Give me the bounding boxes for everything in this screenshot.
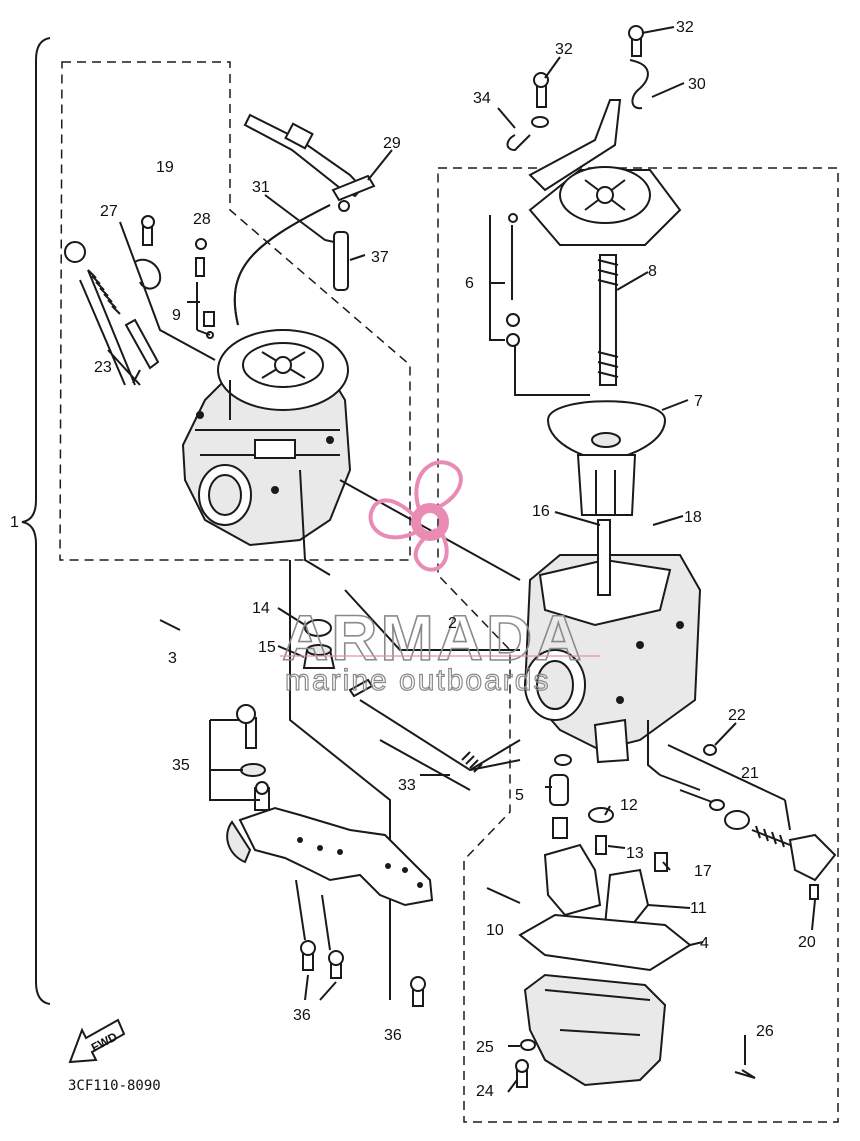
callout-27: 27 bbox=[100, 203, 118, 220]
callout-4: 4 bbox=[700, 935, 709, 952]
callout-26: 26 bbox=[756, 1023, 774, 1040]
tube-37 bbox=[333, 231, 349, 291]
right-top-cover bbox=[506, 25, 682, 246]
float-bowl bbox=[523, 973, 667, 1087]
callout-5: 5 bbox=[515, 787, 524, 804]
callout-37: 37 bbox=[371, 249, 389, 266]
callout-2: 2 bbox=[448, 615, 457, 632]
leader-lines-left bbox=[79, 149, 393, 631]
callout-15: 15 bbox=[258, 639, 276, 656]
watermark-blade bbox=[368, 498, 421, 540]
callout-12: 12 bbox=[620, 797, 638, 814]
armada-watermark: ARMADA marine outboards bbox=[280, 460, 600, 698]
fwd-arrow-icon: FWD bbox=[68, 1018, 126, 1064]
callout-24: 24 bbox=[476, 1083, 494, 1100]
diaphragm-piston-7 bbox=[546, 400, 667, 516]
joint-line bbox=[339, 479, 521, 581]
watermark-subtitle: marine outboards bbox=[285, 664, 550, 697]
figure-code: 3CF110-8090 bbox=[68, 1078, 161, 1094]
bracket-top bbox=[528, 99, 622, 192]
callout-19: 19 bbox=[156, 159, 174, 176]
callout-31: 31 bbox=[252, 179, 270, 196]
callout-14: 14 bbox=[252, 600, 270, 617]
watermark-brand: ARMADA bbox=[282, 602, 584, 674]
vent-hose-31 bbox=[233, 204, 331, 326]
callout-32a: 32 bbox=[555, 41, 573, 58]
leader-lines-right bbox=[469, 26, 816, 1093]
callout-7: 7 bbox=[694, 393, 703, 410]
fuel-hose bbox=[243, 113, 364, 198]
callout-9: 9 bbox=[172, 307, 181, 324]
callout-16: 16 bbox=[532, 503, 550, 520]
group-outline-right bbox=[437, 167, 839, 1123]
clip-27 bbox=[134, 258, 162, 290]
watermark-blade bbox=[413, 528, 449, 572]
callout-1: 1 bbox=[10, 514, 19, 531]
callout-29: 29 bbox=[383, 135, 401, 152]
callout-17: 17 bbox=[694, 863, 712, 880]
callout-36b: 36 bbox=[384, 1027, 402, 1044]
group-outline-left bbox=[59, 61, 411, 561]
callout-8: 8 bbox=[648, 263, 657, 280]
right-carburetor-body bbox=[523, 519, 702, 764]
watermark-blade bbox=[414, 460, 463, 513]
callout-11: 11 bbox=[690, 900, 707, 917]
callout-10: 10 bbox=[486, 922, 504, 939]
left-top-parts bbox=[64, 113, 376, 370]
callout-22: 22 bbox=[728, 707, 746, 724]
tube-29 bbox=[331, 174, 376, 202]
gasket-4 bbox=[518, 913, 692, 972]
callout-28: 28 bbox=[193, 211, 211, 228]
callout-20: 20 bbox=[798, 934, 816, 951]
callout-35: 35 bbox=[172, 757, 190, 774]
callout-18: 18 bbox=[684, 509, 702, 526]
float-parts-14-15 bbox=[277, 607, 336, 669]
callout-23: 23 bbox=[94, 359, 112, 376]
callout-6: 6 bbox=[465, 275, 474, 292]
assembly-bracket bbox=[21, 37, 51, 1005]
left-carburetor bbox=[181, 329, 352, 576]
callout-30: 30 bbox=[688, 76, 706, 93]
callout-25: 25 bbox=[476, 1039, 494, 1056]
callout-36a: 36 bbox=[293, 1007, 311, 1024]
mount-bracket bbox=[226, 704, 434, 907]
right-needle-parts bbox=[489, 213, 619, 396]
callout-34: 34 bbox=[473, 90, 491, 107]
callout-33: 33 bbox=[398, 777, 416, 794]
pilot-screw-set-21 bbox=[647, 720, 837, 900]
callout-21: 21 bbox=[741, 765, 759, 782]
callout-13: 13 bbox=[626, 845, 644, 862]
callout-labels: 1 2 3 4 5 6 7 8 9 10 11 12 13 14 15 16 1… bbox=[10, 19, 816, 1100]
callout-32b: 32 bbox=[676, 19, 694, 36]
callout-3: 3 bbox=[168, 650, 177, 667]
screws-36 bbox=[209, 719, 426, 1007]
float-bowl-assembly bbox=[486, 754, 756, 1088]
spring-23 bbox=[87, 269, 121, 315]
